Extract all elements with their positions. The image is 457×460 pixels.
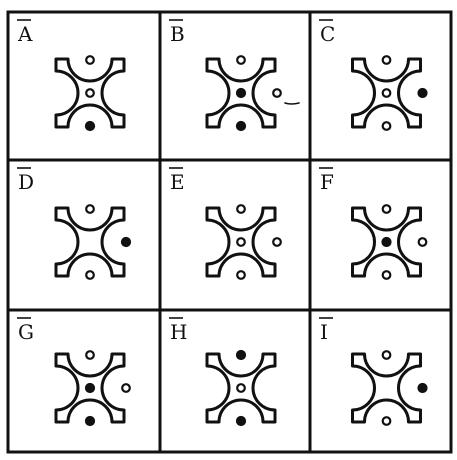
filled-dot-top [236,350,245,359]
hollow-dot-bottom [383,417,391,425]
hollow-dot-bottom [86,271,94,279]
hollow-dot-bottom [237,271,245,279]
hollow-dot-right [419,238,427,246]
cell-label-h: H [170,320,187,344]
puzzle-cell-c: C [310,12,451,160]
x-shape [56,208,124,276]
hollow-dot-top [86,351,94,359]
hollow-dot-top [86,56,94,64]
cell-label-g: G [18,320,34,344]
filled-dot-center [382,237,391,246]
hollow-dot-top [237,205,245,213]
hollow-dot-top [86,205,94,213]
puzzle-cell-h: H [160,310,310,452]
filled-dot-right [418,88,427,97]
filled-dot-center [236,88,245,97]
x-shape [353,354,421,422]
cell-label-d: D [18,170,34,194]
puzzle-cell-i: I [310,310,451,452]
hollow-dot-center [237,384,245,392]
puzzle-cell-e: E [160,160,310,310]
puzzle-cell-a: A [8,12,160,160]
cell-label-e: E [170,170,185,194]
stray-mark [285,103,299,104]
puzzle-cell-g: G [8,310,160,452]
cell-label-c: C [320,22,335,46]
hollow-dot-bottom [383,271,391,279]
filled-dot-bottom [85,416,94,425]
hollow-dot-top [383,205,391,213]
filled-dot-right [121,237,130,246]
hollow-dot-top [383,351,391,359]
filled-dot-bottom [236,121,245,130]
cell-label-f: F [320,170,334,194]
cell-label-a: A [17,22,33,46]
cell-label-i: I [320,320,328,344]
hollow-dot-bottom [383,122,391,130]
hollow-dot-center [86,89,94,97]
hollow-dot-top [383,56,391,64]
hollow-dot-center [237,238,245,246]
filled-dot-right [418,383,427,392]
cell-label-b: B [170,22,185,46]
hollow-dot-top [237,56,245,64]
puzzle-cell-d: D [8,160,160,310]
hollow-dot-right [273,89,281,97]
hollow-dot-center [383,89,391,97]
filled-dot-bottom [85,121,94,130]
hollow-dot-right [122,384,130,392]
filled-dot-bottom [236,416,245,425]
filled-dot-center [85,383,94,392]
puzzle-cell-b: B [160,12,310,160]
hollow-dot-right [273,238,281,246]
puzzle-cell-f: F [310,160,451,310]
